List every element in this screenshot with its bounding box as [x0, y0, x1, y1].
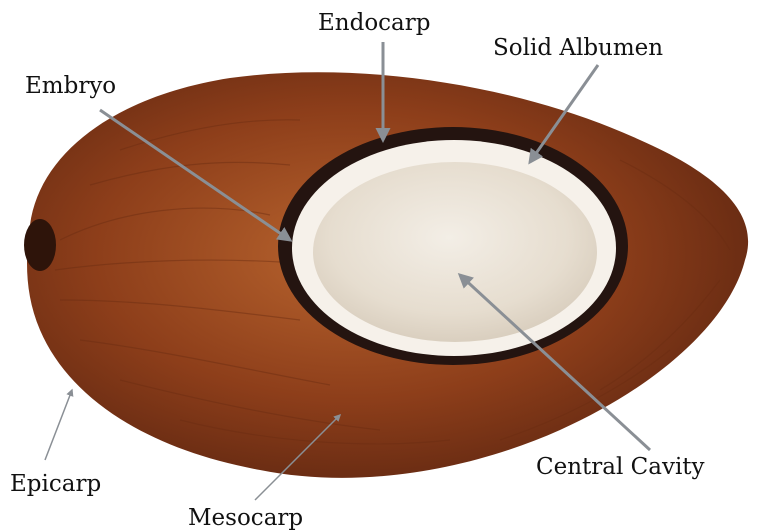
label-mesocarp: Mesocarp [188, 505, 303, 531]
label-endocarp: Endocarp [318, 10, 430, 36]
label-solid-albumen: Solid Albumen [493, 35, 663, 61]
label-embryo: Embryo [25, 73, 116, 99]
central-cavity [313, 162, 597, 342]
label-central-cavity: Central Cavity [536, 454, 705, 480]
stem-end [24, 219, 56, 271]
label-epicarp: Epicarp [10, 471, 101, 497]
epicarp-arrow [45, 390, 72, 460]
